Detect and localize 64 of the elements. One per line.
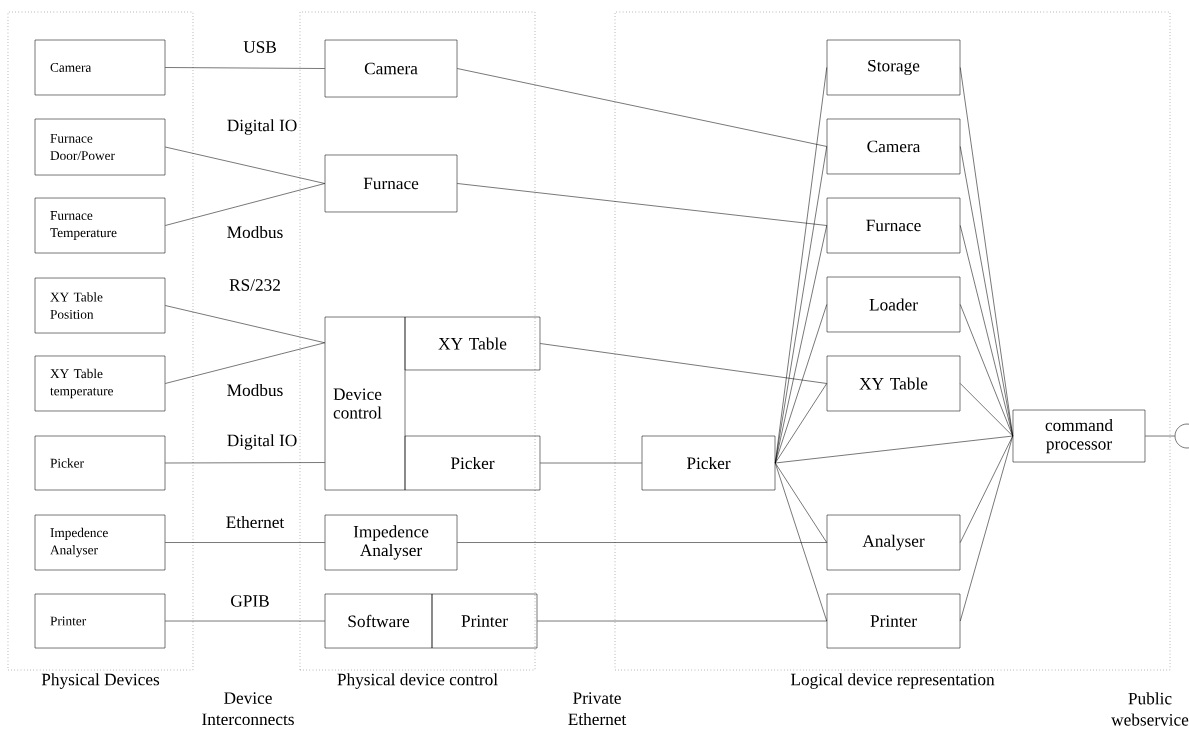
- process-box: Camera: [324, 39, 458, 98]
- device-box: Printer: [34, 593, 166, 649]
- connector-line: [165, 542, 325, 543]
- edge-label: Modbus: [225, 382, 285, 398]
- process-box: XY Table: [826, 355, 961, 412]
- connector-line: [960, 304, 1013, 437]
- connector-line: [165, 146, 325, 184]
- region-label: Public webservice: [1111, 692, 1189, 726]
- device-box: Impedence Analyser: [34, 514, 166, 571]
- connector-line: [457, 183, 827, 226]
- connector-line: [165, 620, 325, 622]
- connector-line: [165, 305, 325, 344]
- edge-label: Digital IO: [225, 432, 299, 452]
- process-box: XY Table: [404, 316, 541, 371]
- edge-label: RS/232: [227, 277, 283, 293]
- device-box: Picker: [34, 435, 166, 491]
- process-box: Printer: [431, 593, 538, 649]
- process-box: Software: [324, 593, 433, 649]
- node-label: Logical device representation: [790, 673, 995, 689]
- connector-line: [775, 304, 827, 464]
- connector-line: [540, 462, 642, 464]
- connector-line: [165, 462, 325, 464]
- process-box: Storage: [826, 39, 961, 96]
- device-box: Camera: [34, 39, 166, 96]
- connector-line: [457, 68, 827, 147]
- process-box: Impedence Analyser: [324, 514, 458, 571]
- connector-line: [960, 435, 1013, 543]
- region-label: Device Interconnects: [202, 692, 294, 726]
- connector-line: [457, 542, 827, 543]
- process-box: Picker: [641, 435, 776, 491]
- process-box: Camera: [826, 118, 961, 175]
- connector-line: [775, 462, 827, 622]
- connector-line: [960, 435, 1013, 622]
- device-box: Furnace Door/Power: [34, 118, 166, 176]
- connector-line: [165, 342, 325, 384]
- edge-label: GPIB: [229, 593, 271, 609]
- connector-line: [960, 225, 1013, 437]
- edge-label: Digital IO: [225, 117, 299, 137]
- device-box: XY Table Position: [34, 277, 166, 334]
- connector-line: [165, 183, 325, 226]
- process-box: Furnace: [324, 154, 458, 213]
- connector-line: [165, 67, 325, 69]
- connector-line: [775, 435, 1013, 464]
- process-box: Device control: [324, 316, 406, 491]
- process-box: Picker: [404, 435, 541, 491]
- edge-label: Modbus: [225, 224, 285, 240]
- process-box: Loader: [826, 276, 961, 333]
- process-box: Printer: [826, 593, 961, 649]
- device-box: XY Table temperature: [34, 355, 166, 412]
- connector-line: [537, 620, 827, 622]
- edge-label: Ethernet: [224, 514, 286, 530]
- node-label: Physical device control: [337, 673, 498, 689]
- device-box: Furnace Temperature: [34, 197, 166, 254]
- region-label: Private Ethernet: [568, 692, 627, 726]
- process-box: Furnace: [826, 197, 961, 254]
- connector-line: [775, 383, 827, 464]
- node-label: Physical Devices: [41, 673, 160, 689]
- process-box: Analyser: [826, 514, 961, 571]
- process-box: command processor: [1012, 409, 1146, 463]
- connector-line: [540, 343, 827, 384]
- edge-label: USB: [241, 39, 279, 55]
- connector-line: [960, 383, 1013, 437]
- connector-line: [775, 462, 827, 543]
- connector-line: [1145, 435, 1175, 437]
